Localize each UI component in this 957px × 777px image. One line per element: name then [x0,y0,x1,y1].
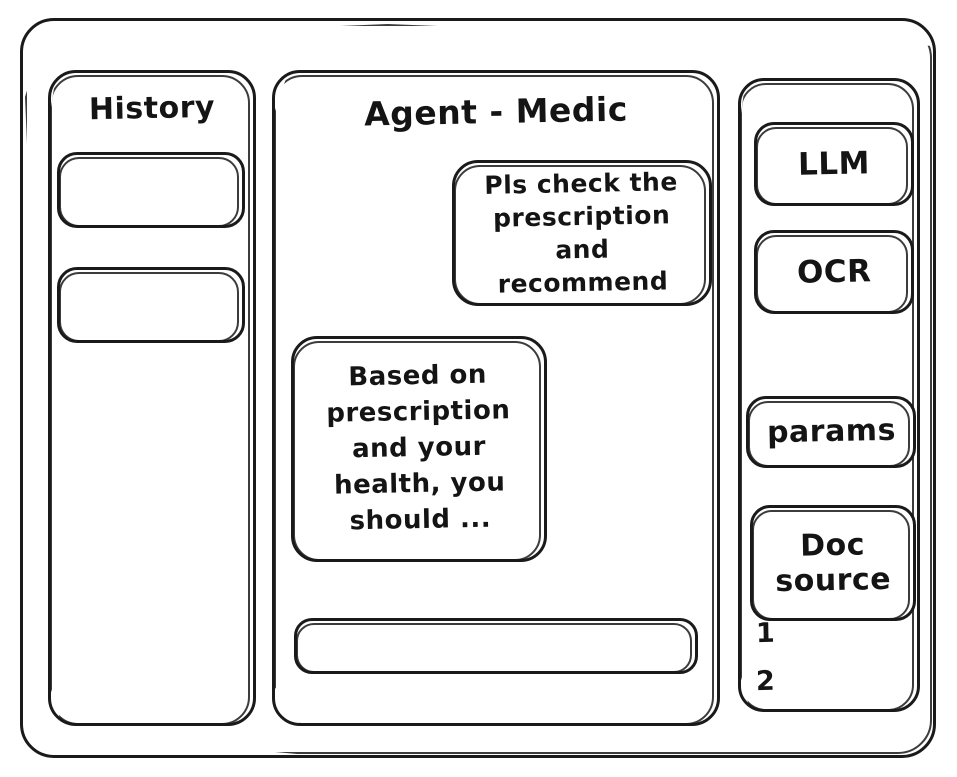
tool-button-ocr-label: OCR [796,252,872,291]
user-message-text: Pls check the prescription and recommend [484,167,679,299]
tool-button-llm-label: LLM [797,145,871,183]
tool-button-doc-source[interactable]: Doc source [750,505,916,621]
tool-button-llm[interactable]: LLM [754,122,914,206]
tool-button-params-label: params [766,413,896,451]
tool-button-doc-source-label: Doc source [775,526,892,600]
doc-source-item-1[interactable]: 1 [755,617,776,650]
agent-message-bubble: Based on prescription and your health, y… [291,336,547,562]
history-item-2[interactable] [57,267,245,343]
message-input[interactable] [294,618,698,674]
history-item-1[interactable] [57,152,245,228]
tool-button-params[interactable]: params [746,396,916,468]
history-panel-title: History [88,89,216,128]
doc-source-item-2[interactable]: 2 [755,665,776,698]
agent-message-text: Based on prescription and your health, y… [326,359,511,537]
user-message-bubble: Pls check the prescription and recommend [452,160,712,306]
tool-button-ocr[interactable]: OCR [754,230,914,314]
